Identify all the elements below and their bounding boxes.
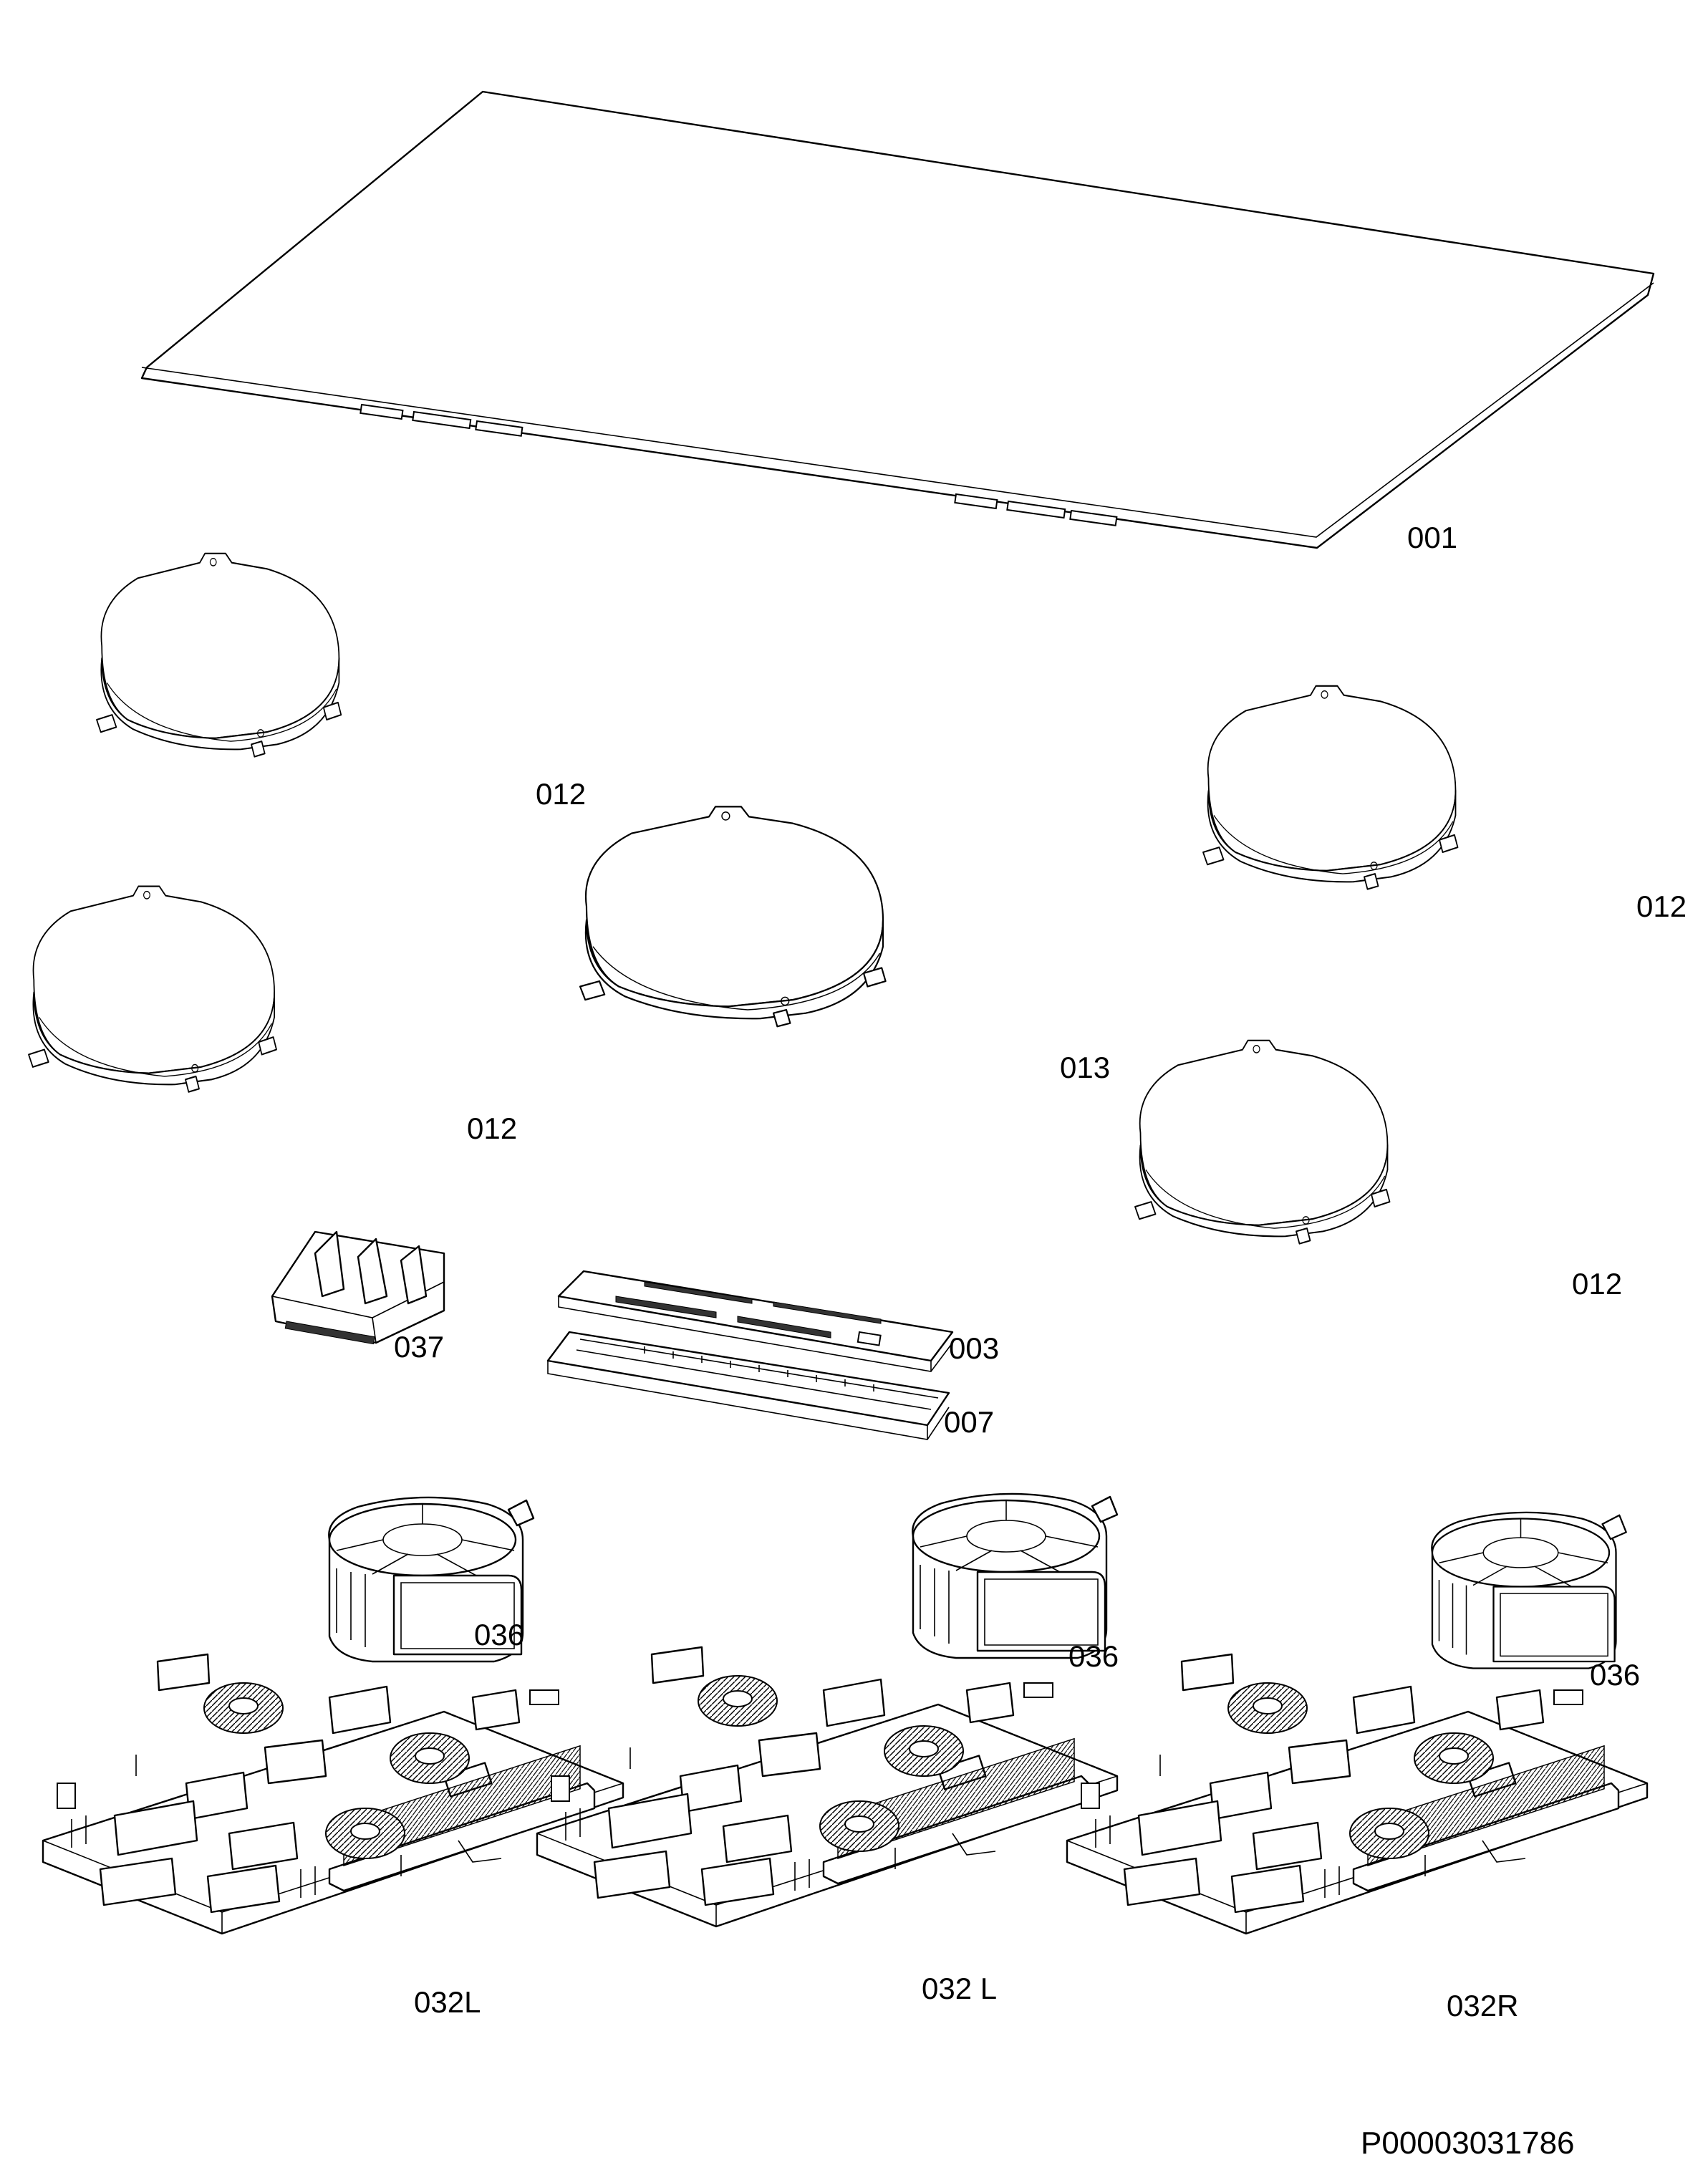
drawing-code: P00003031786 — [1361, 2126, 1575, 2161]
induction-coil-012-bottom-right — [1134, 1039, 1391, 1245]
induction-coil-012-top-right — [1202, 685, 1459, 890]
label-zone-mid-left: 012 — [467, 1111, 518, 1145]
label-terminal-block: 037 — [394, 1330, 445, 1364]
fan-036-right — [1431, 1511, 1627, 1669]
control-frame-007 — [546, 1331, 950, 1440]
label-fan-right: 036 — [1590, 1658, 1641, 1692]
label-control-board: 003 — [949, 1331, 1000, 1365]
induction-coil-012-top-left — [95, 552, 342, 758]
label-board-left: 032L — [414, 1985, 481, 2019]
power-board-032L-left — [42, 1653, 624, 1935]
power-board-032R-right — [1066, 1653, 1649, 1935]
fan-036-center — [912, 1492, 1119, 1659]
glass-top-plate — [140, 90, 1655, 549]
label-zone-center: 013 — [1060, 1051, 1111, 1084]
label-zone-top-left: 012 — [536, 777, 587, 811]
label-board-center: 032 L — [922, 1972, 998, 2005]
label-zone-bottom-right: 012 — [1572, 1267, 1623, 1301]
power-board-032L-center — [536, 1646, 1119, 1928]
terminal-block-037 — [271, 1230, 445, 1345]
label-zone-top-right: 012 — [1636, 889, 1687, 923]
label-fan-left: 036 — [474, 1618, 525, 1651]
induction-coil-012-mid-left — [27, 885, 278, 1093]
label-board-right: 032R — [1447, 1989, 1519, 2022]
label-fan-center: 036 — [1068, 1639, 1119, 1673]
control-board-003 — [557, 1270, 954, 1372]
label-glass-001: 001 — [1407, 521, 1458, 554]
label-control-frame: 007 — [944, 1405, 995, 1439]
induction-coil-013-center — [579, 806, 887, 1028]
